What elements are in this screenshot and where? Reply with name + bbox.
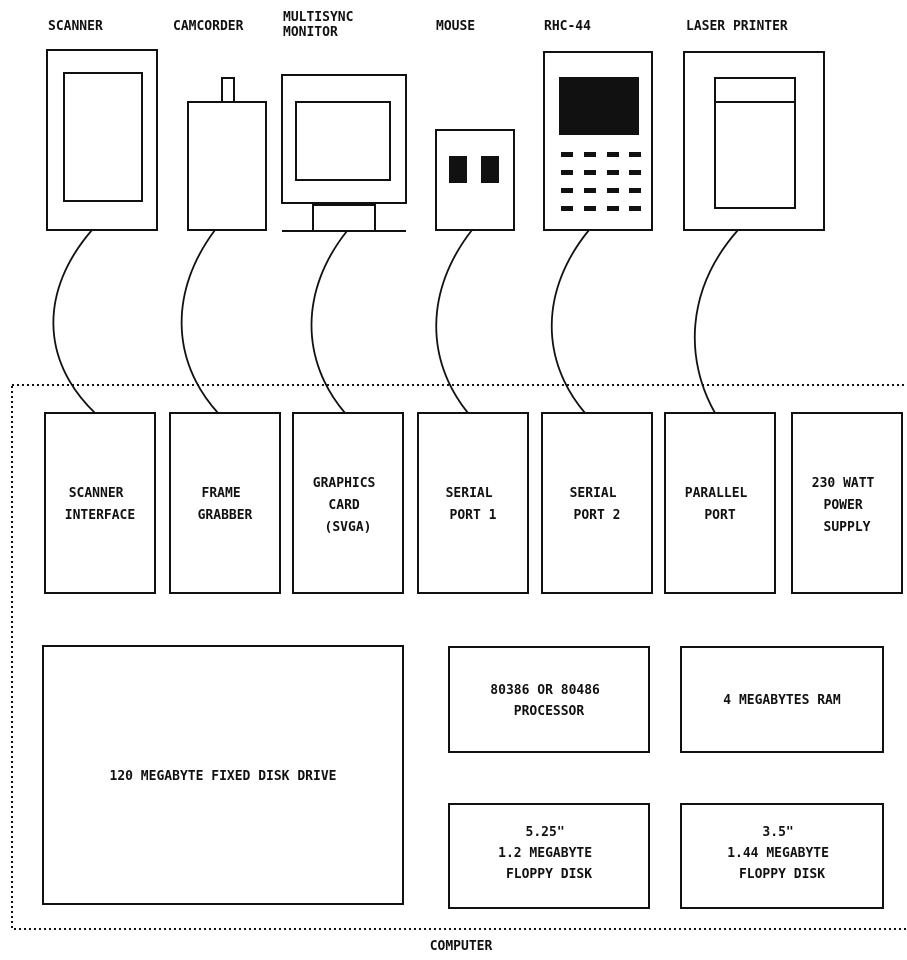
floppy35-text: 3.5" 1.44 MEGABYTE FLOPPY DISK (727, 825, 837, 882)
cables (53, 230, 738, 413)
card-parallel-text: PARALLEL PORT (685, 486, 755, 523)
card-parallel (665, 413, 775, 593)
card-power-text: 230 WATT POWER SUPPLY (812, 476, 882, 535)
computer-label: COMPUTER (430, 939, 493, 954)
card-serial-1-text: SERIAL PORT 1 (446, 486, 501, 523)
floppy525-text: 5.25" 1.2 MEGABYTE FLOPPY DISK (498, 825, 600, 882)
printer-device (684, 52, 824, 230)
card-frame-grabber (170, 413, 280, 593)
card-frame-grabber-text: FRAME GRABBER (198, 486, 253, 523)
monitor-device (282, 75, 406, 231)
card-serial-2-text: SERIAL PORT 2 (570, 486, 625, 523)
card-scanner-interface (45, 413, 155, 593)
processor-box (449, 647, 649, 752)
card-serial-1 (418, 413, 528, 593)
scanner-device (47, 50, 157, 230)
rhc44-device (544, 52, 652, 230)
card-serial-2 (542, 413, 652, 593)
ram-text: 4 MEGABYTES RAM (723, 693, 841, 708)
disk-drive-text: 120 MEGABYTE FIXED DISK DRIVE (110, 769, 337, 784)
card-graphics-text: GRAPHICS CARD (SVGA) (313, 476, 383, 535)
mouse-device (436, 130, 514, 230)
rhc44-keypad (561, 152, 641, 211)
card-scanner-interface-text: SCANNER INTERFACE (65, 486, 135, 523)
processor-text: 80386 OR 80486 PROCESSOR (490, 683, 607, 719)
camcorder-device (188, 78, 266, 230)
